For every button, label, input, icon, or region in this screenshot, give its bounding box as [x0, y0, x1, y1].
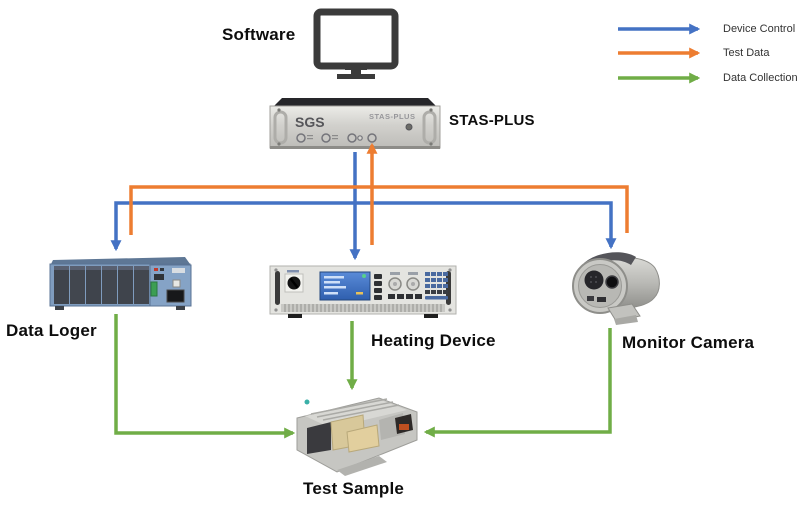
legend-item-test-data: Test Data [616, 46, 769, 60]
camera-lens [605, 275, 619, 289]
legend-arrow-device-control [618, 23, 701, 35]
stas-front-connectors [296, 123, 413, 143]
legend-item-device-control: Device Control [616, 22, 795, 36]
label-stas-plus: STAS-PLUS [449, 112, 535, 129]
battery-cell-block-dark [307, 422, 331, 454]
arrow-control-stas-to-camera [355, 201, 617, 250]
stas-panel-brand: SGS [295, 114, 325, 130]
software-monitor-icon [312, 8, 400, 80]
legend-label-test-data: Test Data [723, 47, 770, 59]
label-monitor-camera: Monitor Camera [622, 333, 755, 352]
heating-buttons [374, 274, 382, 300]
legend-label-data-collection: Data Collection [723, 72, 798, 84]
arrow-collection-dataloger-to-sample [114, 314, 296, 439]
legend-arrow-data-collection [618, 72, 701, 84]
test-sample-device [291, 388, 425, 478]
label-test-sample: Test Sample [303, 479, 405, 498]
label-heating-device: Heating Device [371, 331, 496, 350]
legend-label-device-control: Device Control [723, 23, 796, 35]
data-loger-device [46, 252, 194, 314]
stas-panel-model: STAS-PLUS [369, 112, 415, 121]
data-loger-modules [54, 266, 149, 304]
line-testdata-from-camera [372, 185, 629, 233]
label-data-loger: Data Loger [6, 321, 97, 340]
legend-arrow-test-data [618, 47, 701, 59]
heating-device [268, 262, 458, 320]
stas-plus-device: SGS STAS-PLUS [268, 94, 442, 156]
label-software: Software [222, 25, 296, 44]
heating-keypad [425, 272, 448, 300]
heating-vent-grille [281, 304, 445, 312]
arrow-control-stas-to-dataloger [110, 201, 355, 252]
camera-ir-array [584, 270, 604, 290]
monitor-camera-device [570, 246, 666, 328]
line-testdata-from-dataloger [129, 185, 372, 235]
legend-item-data-collection: Data Collection [616, 71, 798, 85]
